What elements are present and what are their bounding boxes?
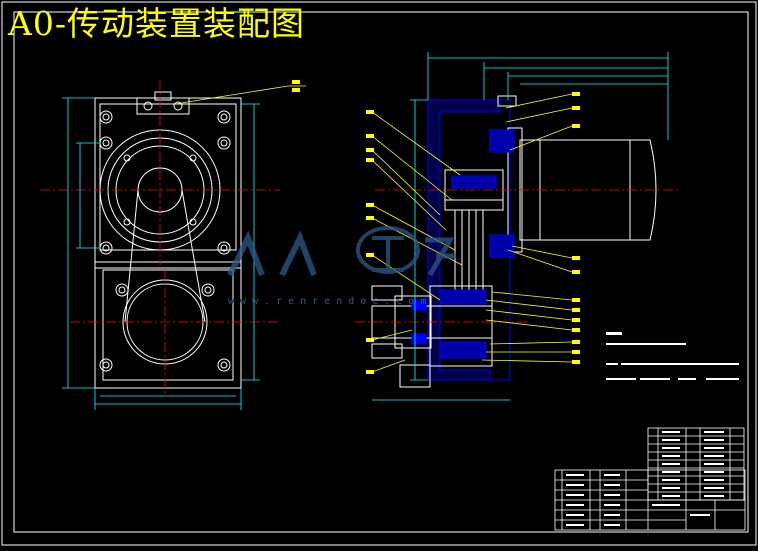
front-view	[94, 91, 242, 389]
front-view-dimensions	[62, 97, 260, 410]
front-view-center-lines	[40, 80, 280, 395]
title-block-cell-fill	[566, 474, 710, 526]
technical-notes	[606, 332, 739, 380]
renrendoc-logo-icon	[227, 226, 456, 277]
front-view-leader	[174, 80, 306, 105]
section-view-leader-tags	[366, 92, 580, 374]
watermark-url: www.renrendoc.com	[228, 296, 433, 307]
drawing-title: A0-传动装置装配图	[8, 4, 305, 43]
section-view-dimensions	[372, 52, 669, 401]
title-block	[554, 469, 746, 531]
parts-list-cell-fill	[662, 431, 724, 497]
section-view-leaders	[371, 93, 573, 373]
inner-frame	[13, 11, 749, 533]
